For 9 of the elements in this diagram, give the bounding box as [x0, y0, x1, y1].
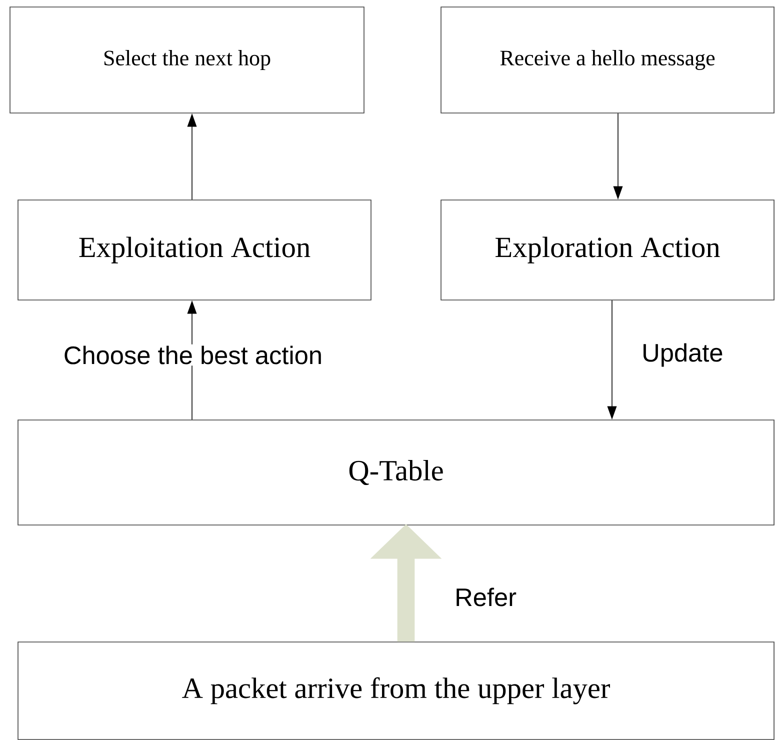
edge-label: Refer: [453, 586, 518, 608]
edge-label: Update: [640, 342, 725, 368]
edge-label: Choose the best action: [62, 344, 324, 366]
process-box: Exploitation Action: [18, 200, 372, 300]
process-box: Q-Table: [18, 420, 774, 526]
process-box: Exploration Action: [440, 200, 774, 300]
process-box: Select the next hop: [10, 6, 364, 114]
process-box: Receive a hello message: [440, 6, 774, 114]
process-box: A packet arrive from the upper layer: [18, 642, 774, 740]
